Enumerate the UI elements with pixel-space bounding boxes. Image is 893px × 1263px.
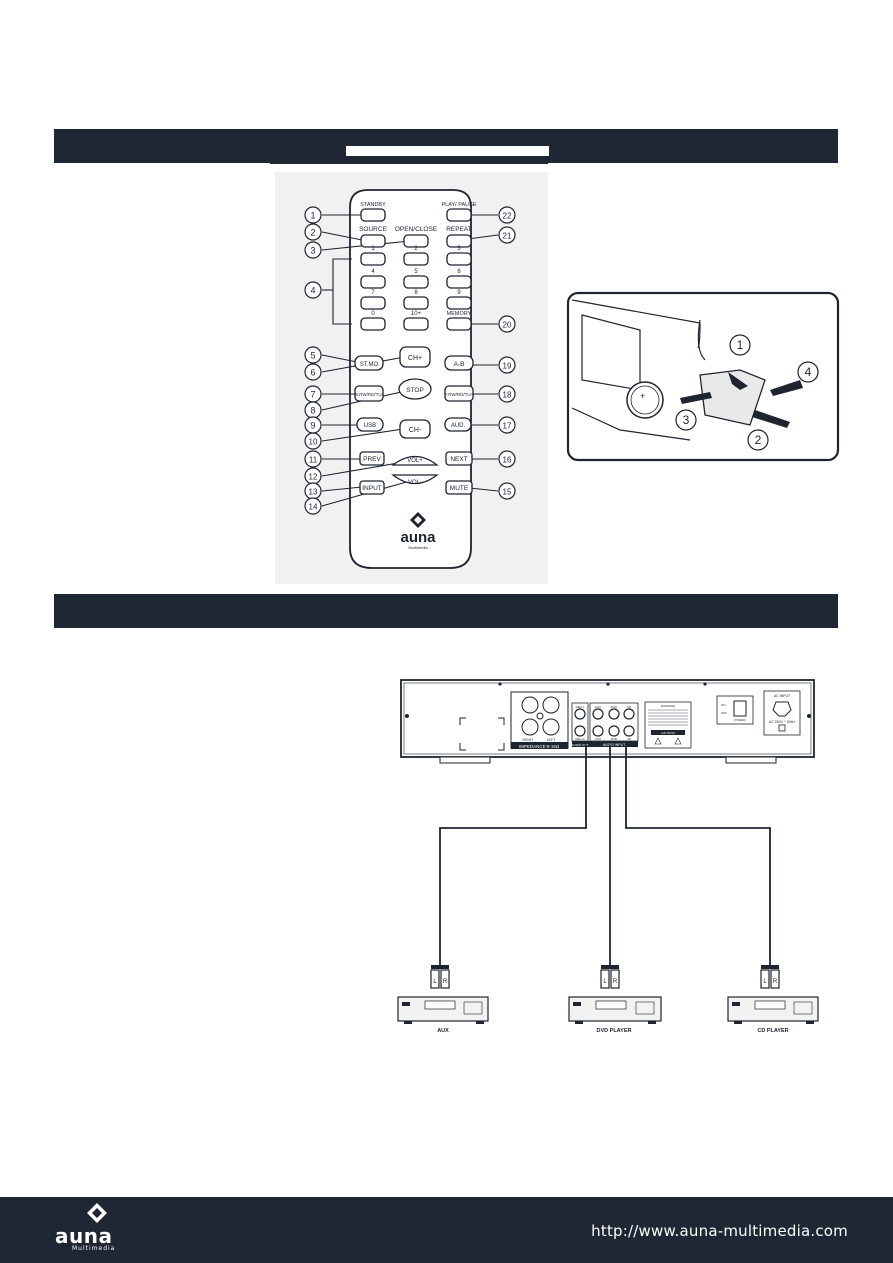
svg-text:USB: USB — [364, 423, 376, 429]
svg-text:CH-: CH- — [409, 427, 422, 434]
svg-text:19: 19 — [503, 362, 512, 371]
svg-text:8: 8 — [310, 406, 315, 416]
svg-text:PREV: PREV — [363, 456, 381, 463]
svg-text:9: 9 — [310, 421, 315, 431]
svg-text:14: 14 — [309, 503, 318, 512]
footer-logo-icon — [87, 1203, 107, 1223]
svg-text:4: 4 — [310, 286, 315, 296]
svg-text:ST.MO: ST.MO — [360, 362, 379, 368]
svg-text:B.RW/RD/TU-: B.RW/RD/TU- — [355, 392, 384, 397]
svg-text:6: 6 — [457, 269, 461, 275]
svg-text:Multimedia: Multimedia — [408, 545, 428, 550]
svg-text:5: 5 — [414, 269, 418, 275]
svg-text:16: 16 — [503, 456, 512, 465]
svg-text:10: 10 — [309, 438, 318, 447]
svg-text:18: 18 — [503, 391, 512, 400]
svg-text:3: 3 — [310, 246, 315, 256]
svg-text:6: 6 — [310, 368, 315, 378]
svg-text:1: 1 — [310, 211, 315, 221]
standby-button — [360, 208, 386, 222]
svg-text:PLAY/ PAUSE: PLAY/ PAUSE — [442, 202, 477, 208]
svg-text:MEMORY: MEMORY — [447, 311, 472, 317]
svg-text:CH+: CH+ — [408, 355, 422, 362]
svg-text:1: 1 — [371, 246, 375, 252]
svg-text:7: 7 — [310, 390, 315, 400]
svg-text:22: 22 — [503, 212, 512, 221]
svg-text:MUTE: MUTE — [450, 485, 469, 492]
svg-text:9: 9 — [457, 290, 461, 296]
svg-text:4: 4 — [371, 269, 375, 275]
svg-text:INPUT: INPUT — [362, 485, 382, 492]
footer-logo-word: auna — [55, 1224, 113, 1248]
website-link[interactable]: http://www.auna-multimedia.com — [591, 1222, 848, 1240]
svg-text:OPEN/CLOSE: OPEN/CLOSE — [395, 226, 438, 233]
footer-logo-sub: Multimedia — [72, 1245, 116, 1252]
section-header-underline — [270, 162, 548, 164]
svg-text:VOL+: VOL+ — [407, 458, 423, 464]
svg-text:2: 2 — [414, 246, 418, 252]
svg-text:20: 20 — [503, 321, 512, 330]
play-pause-button — [446, 208, 472, 222]
svg-text:17: 17 — [503, 422, 512, 431]
open-close-button — [403, 234, 429, 248]
svg-text:A-B: A-B — [454, 361, 465, 368]
svg-text:11: 11 — [309, 456, 318, 465]
svg-text:STANDBY: STANDBY — [360, 202, 386, 208]
repeat-button — [446, 234, 472, 248]
footer — [0, 1197, 893, 1263]
svg-text:8: 8 — [414, 290, 418, 296]
svg-text:10+: 10+ — [411, 311, 422, 317]
svg-text:SOURCE: SOURCE — [359, 226, 387, 233]
svg-text:12: 12 — [309, 473, 318, 482]
logo-mark-icon — [410, 512, 426, 528]
svg-text:13: 13 — [309, 488, 318, 497]
svg-text:5: 5 — [310, 351, 315, 361]
svg-text:F.RW/RD/TU+: F.RW/RD/TU+ — [445, 392, 474, 397]
svg-text:NEXT: NEXT — [450, 456, 467, 463]
source-button — [360, 234, 386, 248]
remote-logo: auna Multimedia — [400, 512, 436, 550]
svg-text:VOL-: VOL- — [408, 480, 422, 486]
section-header-connections — [54, 594, 838, 628]
svg-text:21: 21 — [503, 232, 512, 241]
svg-text:STOP: STOP — [406, 387, 424, 394]
svg-text:auna: auna — [400, 529, 436, 546]
svg-text:7: 7 — [371, 290, 375, 296]
svg-text:REPEAT: REPEAT — [446, 226, 472, 233]
svg-text:15: 15 — [503, 488, 512, 497]
svg-text:0: 0 — [371, 311, 375, 317]
svg-text:3: 3 — [457, 246, 461, 252]
section-header-tab — [346, 146, 549, 156]
svg-text:2: 2 — [310, 228, 315, 238]
svg-text:AUD.: AUD. — [451, 423, 466, 429]
